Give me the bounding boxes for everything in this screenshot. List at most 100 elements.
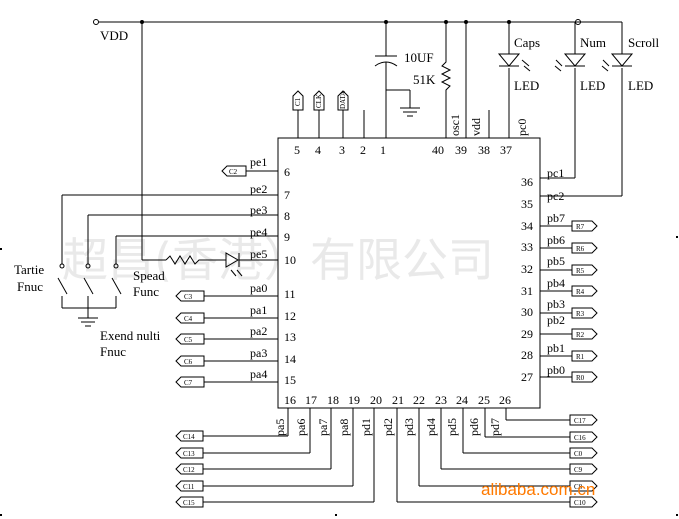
svg-text:C9: C9 [574,466,583,474]
top-pin-number: 5 [294,143,300,157]
top-pin-number: 38 [478,143,490,157]
bottom-pin-number: 26 [499,393,511,407]
spead-label-1: Spead [133,268,165,283]
svg-text:C1: C1 [294,97,302,106]
svg-text:C16: C16 [574,434,586,442]
svg-text:C7: C7 [184,379,193,387]
bottom-signal: pa7 [316,419,330,436]
top-pin-number: 3 [339,143,345,157]
left-pin-number: 8 [284,209,290,223]
exend-label-2: Fnuc [100,344,126,359]
bottom-signal: pa5 [273,419,287,436]
left-signal: pa3 [250,346,267,360]
left-pin-number: 10 [284,253,296,267]
vdd-signal: vdd [469,118,483,136]
tag-c9: C9 [569,463,598,475]
switch-1 [57,263,68,295]
spead-diode [225,252,239,268]
spead-resistor [165,255,226,265]
led-num [554,53,587,72]
right-signal: pb1 [547,341,565,355]
tag-r0: R0 [571,371,598,383]
left-pin-number: 14 [284,352,296,366]
svg-text:R3: R3 [576,310,585,318]
svg-text:C12: C12 [183,466,195,474]
tag-c6: C6 [175,355,205,367]
vdd-label: VDD [100,28,128,43]
tartie-label-1: Tartie [14,262,44,277]
svg-text:C15: C15 [183,499,195,507]
bottom-pin-number: 21 [392,393,404,407]
svg-text:C10: C10 [574,499,586,507]
tag-r2: R2 [571,328,598,340]
bottom-pin-number: 20 [370,393,382,407]
bottom-pin-number: 18 [327,393,339,407]
bottom-signal: pd7 [488,418,502,436]
right-signal: pb0 [547,363,565,377]
controller-chip [277,137,541,409]
bottom-pin-number: 17 [305,393,317,407]
svg-text:R1: R1 [576,353,585,361]
bottom-pin-number: 19 [348,393,360,407]
right-pin-number: 28 [521,348,533,362]
bottom-signal: pd1 [359,418,373,436]
right-pin-number: 30 [521,305,533,319]
tag-r4: R4 [571,285,598,297]
right-signal: pc2 [547,189,564,203]
tag-c8: C8 [569,480,598,492]
svg-text:R2: R2 [576,331,585,339]
tag-c12: C12 [175,463,204,475]
right-signal: pc1 [547,166,564,180]
svg-text:C5: C5 [184,336,193,344]
tartie-label-2: Fnuc [17,279,43,294]
bottom-signal: pa8 [337,419,351,436]
num-led-label: LED [580,78,605,93]
resistor-label: 51K [413,72,436,87]
bottom-pin-number: 16 [284,393,296,407]
bottom-signal: pd5 [445,418,459,436]
svg-text:R5: R5 [576,267,585,275]
tag-c3: C3 [175,290,205,302]
left-pin-number: 6 [284,165,290,179]
svg-text:R6: R6 [576,245,585,253]
left-signal: pa1 [250,303,267,317]
tag-c13: C13 [175,447,204,459]
scroll-label: Scroll [628,35,659,50]
right-signal: pb4 [547,276,565,290]
tag-r5: R5 [571,264,598,276]
bottom-signal: pd2 [381,418,395,436]
bottom-pin-number: 25 [478,393,490,407]
right-pin-number: 34 [521,219,533,233]
svg-text:CLK: CLK [315,94,323,108]
left-signal: pe3 [250,203,267,217]
tag-r7: R7 [571,220,598,232]
right-pin-number: 27 [521,370,533,384]
top-pin-number: 37 [500,143,512,157]
top-pin-number: 2 [360,143,366,157]
svg-text:C14: C14 [183,433,195,441]
left-signal: pe2 [250,182,267,196]
left-signal: pe5 [250,247,267,261]
tag-data: DATA [337,90,349,111]
svg-text:C17: C17 [574,417,586,425]
svg-text:C11: C11 [183,483,195,491]
led-caps [497,53,531,72]
num-label: Num [580,35,606,50]
bottom-signal: pd4 [424,418,438,436]
switch-2 [83,263,94,295]
spead-label-2: Func [133,284,159,299]
tag-c14: C14 [175,430,204,442]
svg-text:R0: R0 [576,374,585,382]
right-signal: pb2 [547,313,565,327]
left-pin-number: 12 [284,309,296,323]
right-pin-number: 29 [521,327,533,341]
right-signal: pb5 [547,254,565,268]
bottom-signal: pd3 [402,418,416,436]
left-signal: pa2 [250,324,267,338]
svg-text:C4: C4 [184,315,193,323]
tag-c10: C10 [569,496,598,508]
left-pin-number: 9 [284,230,290,244]
tag-c7: C7 [175,376,205,388]
svg-text:DATA: DATA [339,91,347,109]
tag-c17: C17 [569,414,598,426]
